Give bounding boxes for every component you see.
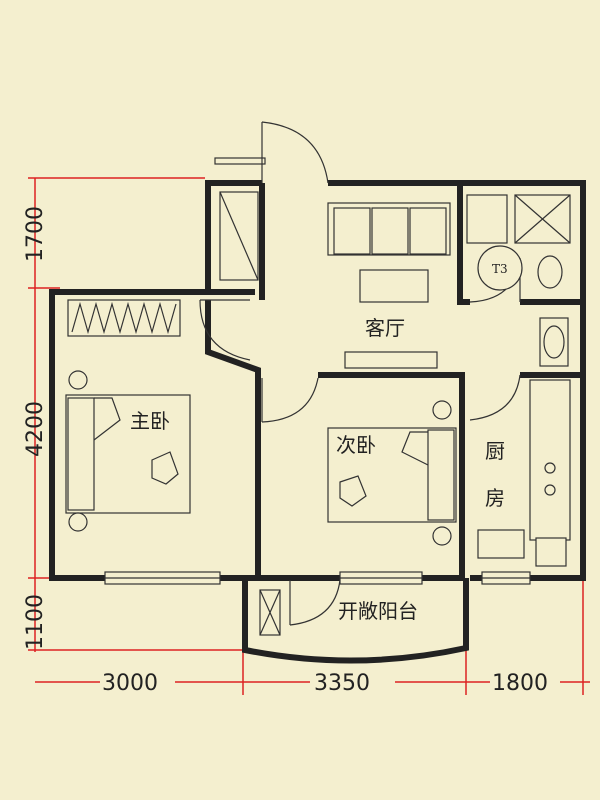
dim-bottom-1800: 1800	[492, 671, 548, 696]
kitchen-label-line2: 房	[485, 486, 505, 510]
dim-left-4200: 4200	[23, 401, 48, 457]
dim-bottom-3000: 3000	[102, 671, 158, 696]
furniture	[65, 191, 571, 636]
dim-left-1700: 1700	[23, 206, 48, 262]
kitchen-label-line1: 厨	[485, 439, 505, 463]
wc-mark: T3	[492, 262, 508, 276]
living-room-label: 客厅	[365, 316, 405, 340]
dim-left-1100: 1100	[23, 594, 48, 650]
windows	[104, 157, 531, 585]
master-bedroom-label: 主卧	[130, 409, 170, 433]
second-bedroom-label: 次卧	[336, 433, 376, 457]
dim-bottom-3350: 3350	[314, 671, 370, 696]
balcony-label: 开敞阳台	[338, 599, 418, 623]
